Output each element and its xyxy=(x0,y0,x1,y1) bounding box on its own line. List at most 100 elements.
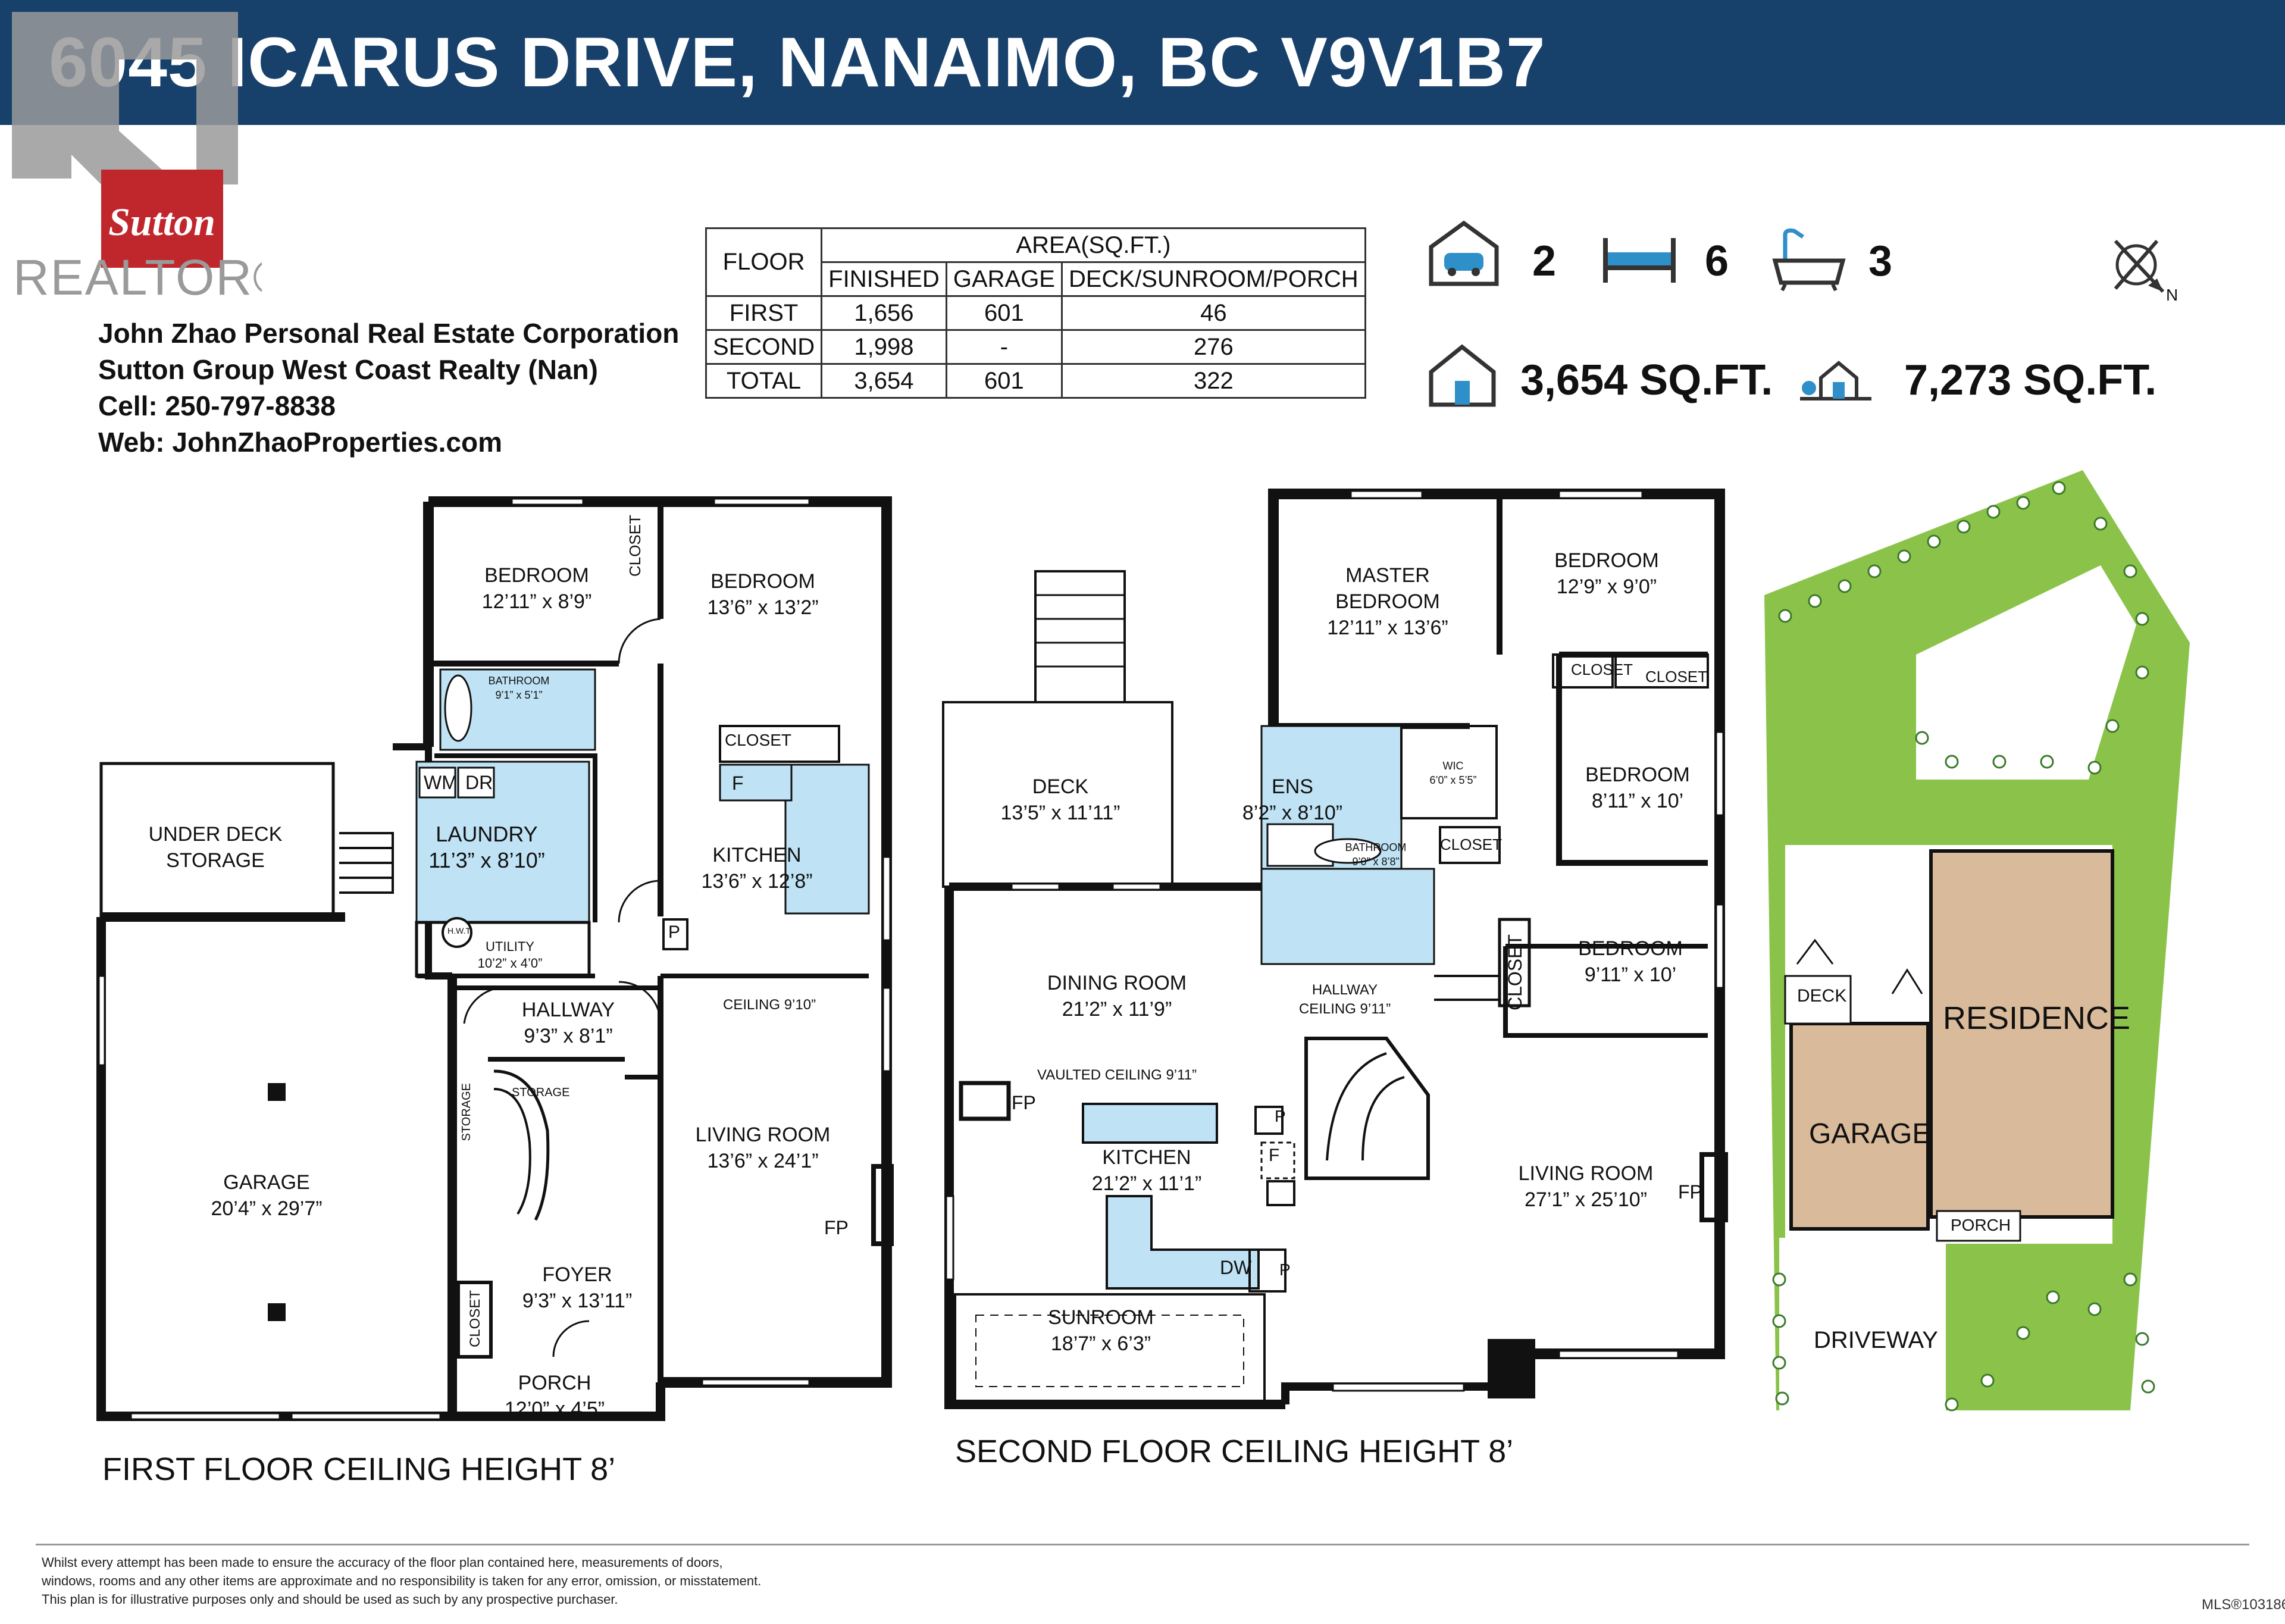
footer-divider xyxy=(36,1544,2249,1545)
sf-fireplace2-label: FP xyxy=(1678,1181,1702,1203)
sf-pantry1-label: P xyxy=(1275,1107,1286,1125)
mls-number: MLS®1031862 xyxy=(2202,1597,2285,1613)
table-row: SECOND 1,998 - 276 xyxy=(705,329,1366,365)
sf-closet3-label: CLOSET xyxy=(1440,836,1503,853)
agent-info: John Zhao Personal Real Estate Corporati… xyxy=(98,315,679,461)
dryer-label: DR xyxy=(465,772,493,793)
lot-icon xyxy=(1800,361,1871,400)
disclaimer-line: windows, rooms and any other items are a… xyxy=(42,1573,762,1588)
cell-finished: 1,998 xyxy=(821,329,947,365)
bathtub-icon xyxy=(1772,228,1846,292)
sf-fireplace1-label: FP xyxy=(1012,1092,1036,1113)
cell-deck: 276 xyxy=(1060,329,1366,365)
bed-icon xyxy=(1603,238,1676,283)
fridge-label: F xyxy=(732,772,744,794)
washer-label: WM xyxy=(424,772,458,793)
cell-deck: 46 xyxy=(1060,295,1366,331)
ff-closet2-label: CLOSET xyxy=(725,731,792,749)
sf-closet1-label: CLOSET xyxy=(1571,661,1633,678)
page-title: 6045 ICARUS DRIVE, NANAIMO, BC V9V1B7 xyxy=(49,23,1546,102)
disclaimer-line: Whilst every attempt has been made to en… xyxy=(42,1555,723,1570)
second-floor-caption: SECOND FLOOR CEILING HEIGHT 8’ xyxy=(955,1434,1514,1469)
cell-floor: TOTAL xyxy=(705,363,823,399)
disclaimer-line: This plan is for illustrative purposes o… xyxy=(42,1592,618,1607)
sf-dishwasher-label: DW xyxy=(1220,1257,1252,1278)
area-table: FLOOR AREA(SQ.FT.) FINISHED GARAGE DECK/… xyxy=(705,227,1366,399)
ff-fireplace-label: FP xyxy=(824,1217,849,1238)
sf-fridge-label: F xyxy=(1269,1146,1280,1165)
cell-garage: 601 xyxy=(945,295,1063,331)
title-banner xyxy=(0,0,2285,125)
sf-closet2-label: CLOSET xyxy=(1645,668,1708,686)
hwt-label: H.W.T xyxy=(447,926,471,935)
ff-ceiling-label: CEILING 9’10” xyxy=(723,997,816,1013)
site-garage-label: GARAGE xyxy=(1809,1118,1932,1150)
table-row: FIRST 1,656 601 46 xyxy=(705,295,1366,331)
logo-brand-text: Sutton xyxy=(108,201,215,244)
agent-website: Web: JohnZhaoProperties.com xyxy=(98,427,503,458)
lot-area: 7,273 SQ.FT. xyxy=(1904,356,2157,404)
house-area: 3,654 SQ.FT. xyxy=(1520,356,1773,404)
ff-storage1-label: STORAGE xyxy=(512,1086,570,1099)
north-label: N xyxy=(2166,286,2178,304)
cell-deck: 322 xyxy=(1060,363,1366,399)
col-finished: FINISHED xyxy=(821,261,947,297)
agent-name: John Zhao Personal Real Estate Corporati… xyxy=(98,318,680,349)
ff-pantry-label: P xyxy=(668,922,681,942)
cell-garage: 601 xyxy=(945,363,1063,399)
house-icon xyxy=(1429,344,1496,407)
cell-floor: SECOND xyxy=(705,329,823,365)
agent-company: Sutton Group West Coast Realty (Nan) xyxy=(98,354,598,385)
north-arrow-icon xyxy=(2114,239,2165,293)
sf-vaulted-label: VAULTED CEILING 9’11” xyxy=(1037,1067,1197,1083)
ff-closet3-label: CLOSET xyxy=(467,1290,483,1348)
sutton-realtor-logo: Sutton REALTOR® xyxy=(12,12,262,298)
sf-pantry2-label: P xyxy=(1279,1260,1291,1279)
garage-count: 2 xyxy=(1532,237,1557,285)
site-deck-label: DECK xyxy=(1797,986,1847,1006)
cell-finished: 1,656 xyxy=(821,295,947,331)
ff-storage2-label: STORAGE xyxy=(460,1083,473,1141)
cell-garage: - xyxy=(945,329,1063,365)
disclaimer: Whilst every attempt has been made to en… xyxy=(42,1553,761,1609)
logo-realtor-text: REALTOR® xyxy=(13,249,262,298)
table-row: TOTAL 3,654 601 322 xyxy=(705,363,1366,399)
col-deck: DECK/SUNROOM/PORCH xyxy=(1060,261,1366,297)
col-garage: GARAGE xyxy=(945,261,1063,297)
site-residence-label: RESIDENCE xyxy=(1943,1000,2131,1036)
floor-header: FLOOR xyxy=(705,227,823,297)
area-header: AREA(SQ.FT.) xyxy=(821,227,1366,263)
agent-cell: Cell: 250-797-8838 xyxy=(98,390,336,421)
cell-finished: 3,654 xyxy=(821,363,947,399)
garage-icon xyxy=(1429,220,1499,286)
ff-closet1-label: CLOSET xyxy=(626,515,644,577)
bath-count: 3 xyxy=(1868,237,1893,285)
first-floor-caption: FIRST FLOOR CEILING HEIGHT 8’ xyxy=(102,1451,616,1487)
site-driveway-label: DRIVEWAY xyxy=(1814,1327,1938,1353)
bed-count: 6 xyxy=(1705,237,1729,285)
site-porch-label: PORCH xyxy=(1951,1216,2011,1234)
